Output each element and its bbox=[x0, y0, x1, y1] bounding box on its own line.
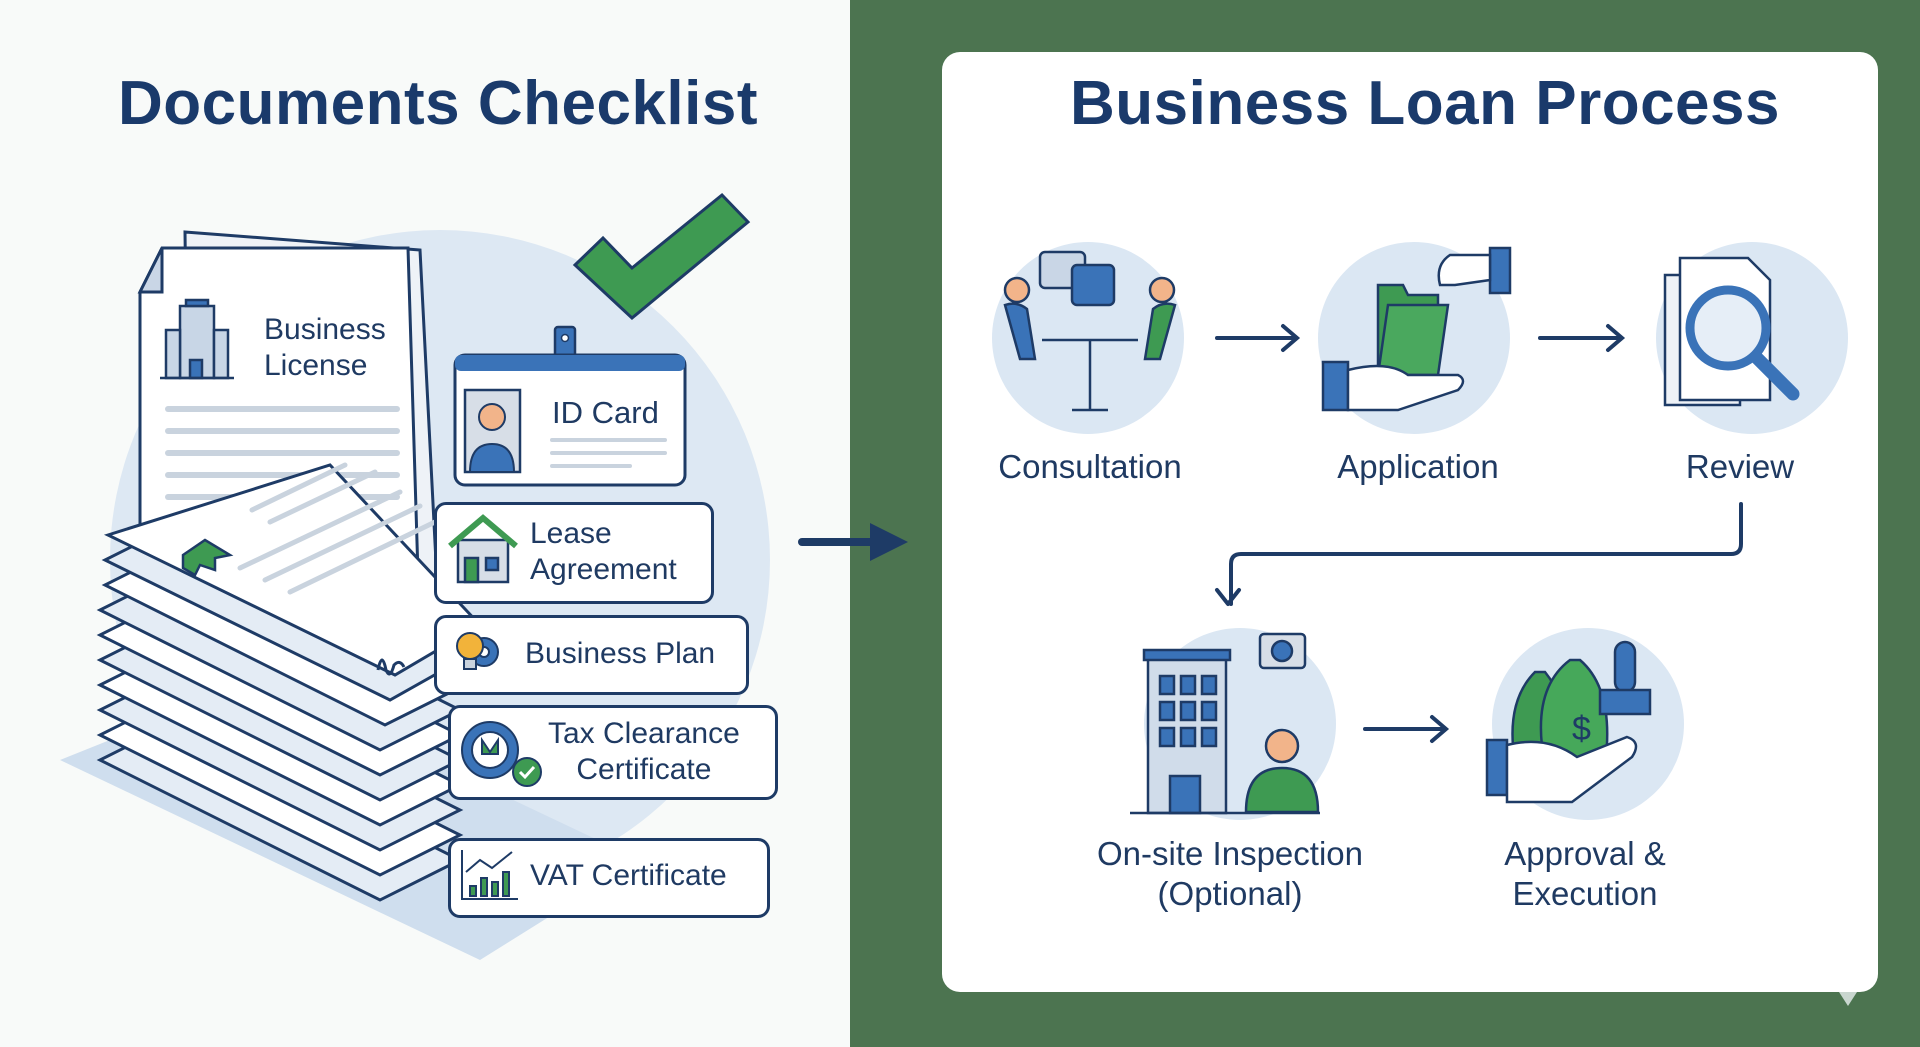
label-line: License bbox=[264, 349, 368, 382]
consultation-meeting-icon bbox=[1003, 250, 1177, 412]
signature bbox=[376, 658, 406, 676]
consultation-circle bbox=[992, 242, 1184, 434]
label-line: Approval & bbox=[1504, 835, 1666, 872]
process-card bbox=[942, 52, 1878, 992]
doc-label-tax-clearance: Tax Clearance Certificate bbox=[548, 716, 740, 788]
doc-label-lease-agreement: Lease Agreement bbox=[530, 516, 677, 588]
return-connector-arrow bbox=[1215, 502, 1743, 606]
step-label-review: Review bbox=[1630, 447, 1850, 487]
panel-connector-arrow bbox=[798, 523, 908, 561]
step-label-application: Application bbox=[1308, 447, 1528, 487]
step-label-approval: Approval & Execution bbox=[1460, 834, 1710, 914]
id-avatar-head bbox=[478, 403, 506, 431]
doc-label-id-card: ID Card bbox=[552, 395, 659, 431]
growth-chart-icon bbox=[461, 850, 518, 900]
label-line: (Optional) bbox=[1157, 875, 1303, 912]
id-card bbox=[453, 325, 687, 487]
label-line: Agreement bbox=[530, 553, 677, 586]
government-seal-icon bbox=[461, 721, 542, 787]
label-line: Business Plan bbox=[525, 637, 716, 670]
step-arrow bbox=[1538, 324, 1626, 352]
id-avatar-body bbox=[468, 442, 516, 473]
building-icon bbox=[160, 298, 234, 380]
paper-stack bbox=[96, 463, 483, 902]
svg-text:$: $ bbox=[1572, 710, 1591, 748]
step-label-consultation: Consultation bbox=[980, 447, 1200, 487]
label-line: ID Card bbox=[552, 395, 659, 430]
magnifier-document-icon bbox=[1663, 256, 1800, 407]
label-line: Certificate bbox=[576, 753, 712, 786]
step-label-inspection: On-site Inspection (Optional) bbox=[1060, 834, 1400, 914]
doc-label-business-license: Business License bbox=[264, 312, 386, 384]
folder-handover-icon bbox=[1321, 246, 1512, 412]
label-line: Application bbox=[1337, 448, 1499, 485]
top-page-lines bbox=[237, 462, 438, 595]
house-icon bbox=[448, 514, 518, 584]
green-house-stamp-icon bbox=[181, 538, 234, 577]
money-bags-stamp-icon: $ bbox=[1485, 640, 1652, 804]
lightbulb-gear-icon bbox=[456, 632, 499, 670]
big-check-icon bbox=[572, 192, 751, 320]
doc-label-business-plan: Business Plan bbox=[525, 636, 715, 672]
card-tail bbox=[1839, 992, 1857, 1006]
label-line: Execution bbox=[1512, 875, 1658, 912]
documents-title: Documents Checklist bbox=[118, 69, 759, 138]
tag-vat-certificate bbox=[448, 838, 770, 918]
process-title: Business Loan Process bbox=[1070, 69, 1780, 138]
step-arrow bbox=[1215, 324, 1301, 352]
building-inspector-icon bbox=[1130, 632, 1320, 815]
step-arrow bbox=[1363, 715, 1450, 743]
label-line: Tax Clearance bbox=[548, 717, 740, 750]
tag-icons bbox=[448, 514, 542, 900]
label-line: Lease bbox=[530, 517, 612, 550]
label-line: Review bbox=[1685, 448, 1795, 485]
label-line: Consultation bbox=[998, 448, 1182, 485]
label-line: Business bbox=[264, 313, 386, 346]
label-line: On-site Inspection bbox=[1097, 835, 1363, 872]
label-line: VAT Certificate bbox=[530, 859, 727, 892]
doc-label-vat-certificate: VAT Certificate bbox=[530, 858, 727, 894]
